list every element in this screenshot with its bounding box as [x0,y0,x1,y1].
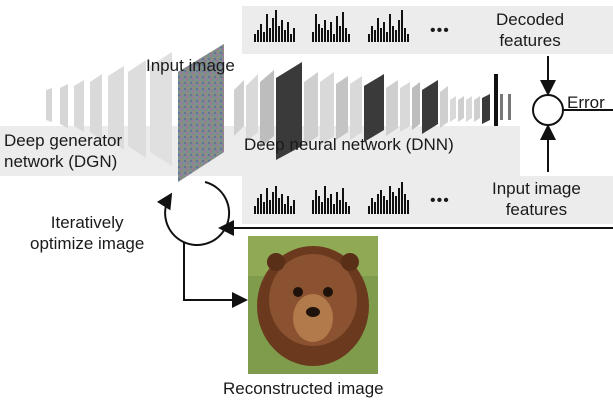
dnn-layer [422,80,438,134]
dgn-label-line1: Deep generator [4,131,123,150]
dnn-layer [386,80,398,136]
error-label: Error [567,93,605,112]
dnn-layer [350,76,362,140]
dnn-layer [336,76,348,140]
histogram [254,186,295,214]
decoded-features-line2: features [499,31,561,50]
dgn-layers [46,52,172,166]
histogram [312,12,350,42]
iterative-line1: Iteratively [50,213,124,232]
dgn-label: Deep generator network (DGN) [4,130,122,172]
ellipsis-top: ••• [430,22,450,39]
iterative-line2: optimize image [30,234,145,253]
reconstructed-image [248,236,378,374]
dnn-layer [474,96,480,122]
input-features-panel [242,176,613,224]
input-features-line1: Input image [492,179,581,198]
optimization-loop [156,181,231,247]
dgn-layer [128,60,146,158]
dnn-layer [500,94,503,120]
dgn-layer [108,66,124,150]
decoded-features-line1: Decoded [496,10,565,29]
dgn-layer [74,80,84,132]
error-node [532,94,564,126]
dnn-layer [320,72,334,146]
dnn-layer [400,82,410,132]
decoded-features-label: Decoded features [496,9,564,51]
dnn-layers [234,62,511,160]
input-image [178,44,224,182]
to-reconstructed-arrow [183,242,248,308]
input-features-line2: features [505,200,568,219]
histogram [368,10,409,42]
dnn-layer [440,86,448,128]
dgn-layer [90,74,102,140]
dnn-layer [260,70,274,148]
dnn-layer [466,96,472,122]
dgn-layer [150,52,172,166]
dnn-layer [364,74,384,142]
dnn-label: Deep neural network (DNN) [244,135,454,154]
iterative-label: Iteratively optimize image [30,212,144,254]
input-feature-histograms [254,182,409,214]
dnn-layer [412,82,420,130]
input-features-label: Input image features [492,178,581,220]
dnn-layer [234,80,244,136]
dgn-label-line2: network (DGN) [4,152,118,171]
dnn-layer [450,96,456,122]
dnn-layer [304,72,318,146]
dnn-layer [246,74,258,142]
ellipsis-bottom: ••• [430,192,450,209]
dnn-layer [494,74,498,126]
histogram [312,186,350,214]
decoded-features-panel [242,6,613,54]
decoded-feature-histograms [254,10,409,42]
reconstructed-label: Reconstructed image [223,379,384,398]
histogram [368,182,409,214]
histogram [254,10,295,42]
input-image-label: Input image [146,56,235,75]
dnn-layer [458,96,464,122]
dgn-layer [60,84,68,128]
dnn-layer [276,62,302,160]
dnn-layer [508,94,511,120]
dnn-layer [482,94,490,124]
dgn-layer [46,88,52,122]
